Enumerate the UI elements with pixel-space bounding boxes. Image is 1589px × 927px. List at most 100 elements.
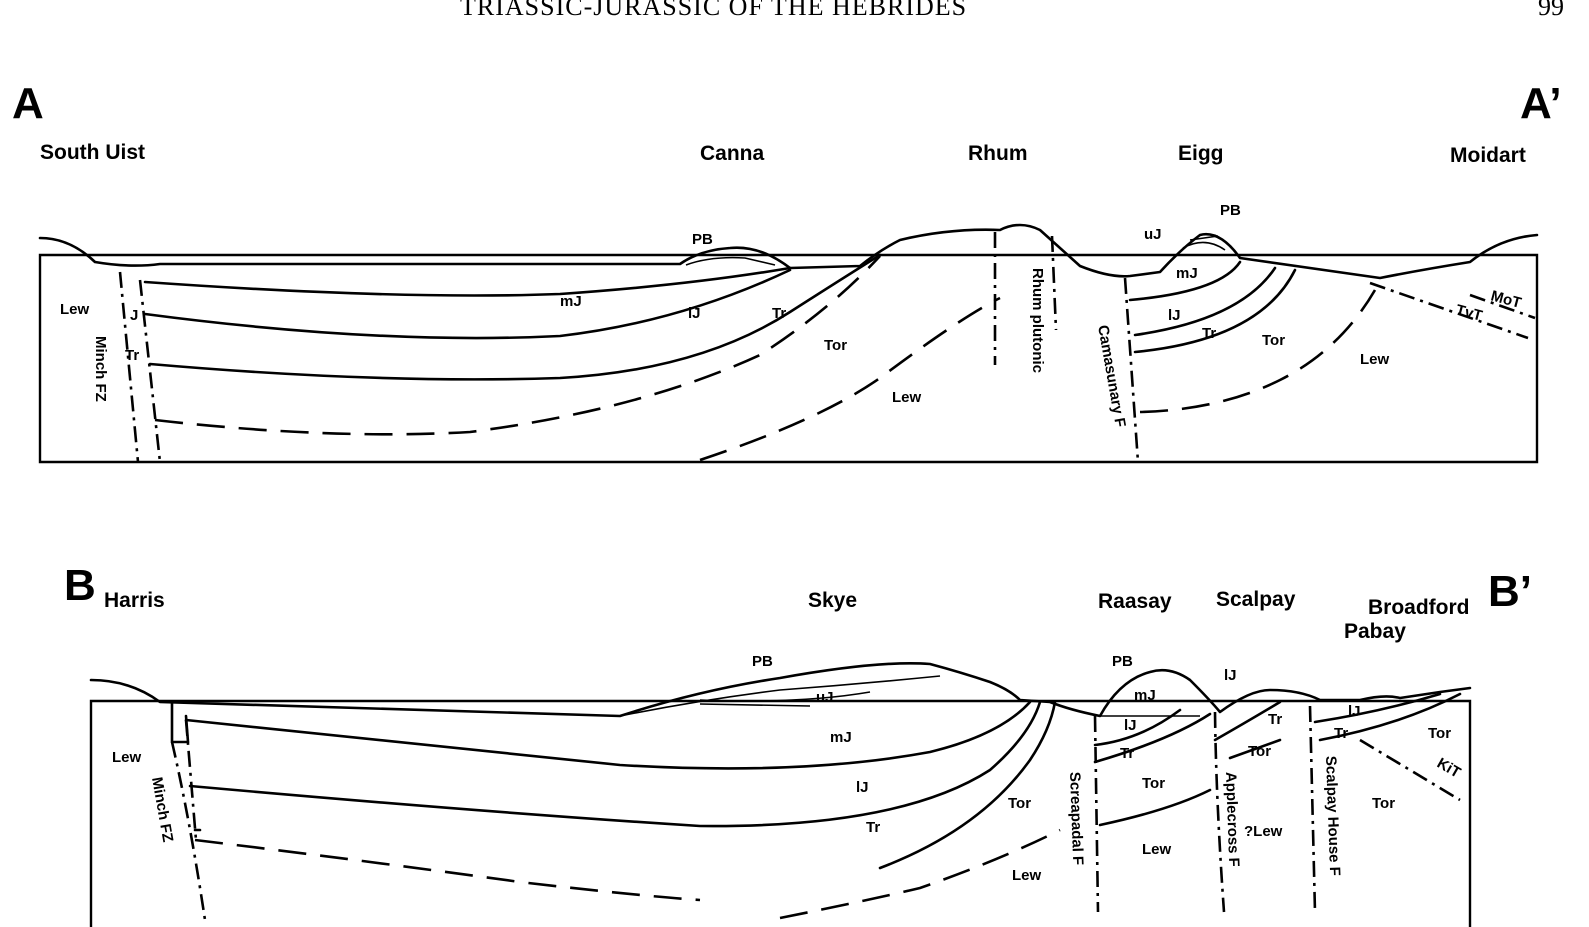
unit-lj-broadford: lJ bbox=[1348, 703, 1361, 720]
fault-camasunary: Camasunary F bbox=[1094, 324, 1129, 429]
fault-minch-b: Minch FZ bbox=[148, 776, 176, 844]
unit-pb-canna: PB bbox=[692, 231, 713, 248]
minch-fault-b bbox=[170, 741, 207, 921]
eigg-lj-base bbox=[1133, 266, 1277, 337]
running-head: TRIASSIC-JURASSIC OF THE HEBRIDES 99 bbox=[0, 0, 1589, 22]
unit-tor-raasay: Tor bbox=[1142, 775, 1165, 792]
raasay-tor-base bbox=[1098, 788, 1212, 827]
unit-tor-broadford-lower: Tor bbox=[1372, 795, 1395, 812]
raasay-tr-base bbox=[1093, 712, 1212, 764]
tvt-thrust bbox=[1369, 281, 1529, 340]
lew-boundary-b bbox=[779, 828, 1061, 920]
screapadal-fault bbox=[1093, 715, 1100, 913]
fault-rhum-plutonic: Rhum plutonic bbox=[1029, 268, 1046, 373]
place-moidart: Moidart bbox=[1450, 144, 1526, 167]
fault-scalpay-house: Scalpay House F bbox=[1322, 756, 1343, 877]
section-a-frame bbox=[38, 253, 1539, 464]
place-pabay: Pabay bbox=[1344, 620, 1406, 643]
lj-base-a bbox=[143, 268, 792, 340]
tr-base-a bbox=[148, 253, 882, 381]
rhum-plutonic-contact-2 bbox=[1050, 235, 1058, 331]
skye-pb-line bbox=[699, 703, 811, 707]
place-skye: Skye bbox=[808, 589, 857, 612]
section-a-end-label: A’ bbox=[1520, 79, 1562, 128]
section-b-end-label: B’ bbox=[1488, 567, 1532, 616]
unit-pb-skye: PB bbox=[752, 653, 773, 670]
unit-mj-eigg: mJ bbox=[1176, 265, 1198, 282]
mj-base-a bbox=[143, 266, 792, 297]
scalpay-lj-base bbox=[1213, 700, 1282, 742]
place-harris: Harris bbox=[104, 589, 165, 612]
place-south-uist: South Uist bbox=[40, 141, 145, 164]
eigg-pb-cap bbox=[1189, 235, 1219, 241]
fault-tvt: TvT bbox=[1454, 301, 1484, 324]
unit-tor-broadford-upper: Tor bbox=[1428, 725, 1451, 742]
running-head-title: TRIASSIC-JURASSIC OF THE HEBRIDES bbox=[460, 0, 968, 21]
minch-fault-a2 bbox=[138, 279, 162, 463]
applecross-fault bbox=[1213, 711, 1226, 913]
camasunary-fault bbox=[1123, 277, 1140, 463]
scalpay-tr-base bbox=[1228, 738, 1282, 760]
section-b-frame bbox=[89, 699, 1472, 927]
section-a: A A’ South Uist Canna Rhum Eigg Moidart bbox=[12, 79, 1562, 464]
fault-mot: MoT bbox=[1489, 287, 1523, 311]
unit-lew-a-centre: Lew bbox=[892, 389, 922, 406]
unit-lew-b: Lew bbox=[1012, 867, 1042, 884]
eigg-tr-base bbox=[1133, 268, 1297, 354]
unit-lew-b-west: Lew bbox=[112, 749, 142, 766]
unit-lj-b: lJ bbox=[856, 779, 869, 796]
unit-uj-skye: uJ bbox=[816, 689, 834, 706]
section-b-topography bbox=[89, 661, 1472, 718]
kit-thrust bbox=[1359, 738, 1461, 802]
eigg-uj-outlier bbox=[1182, 241, 1226, 251]
unit-mj-a: mJ bbox=[560, 293, 582, 310]
mot-thrust bbox=[1469, 293, 1536, 320]
unit-tr-a: Tr bbox=[772, 305, 786, 322]
place-canna: Canna bbox=[700, 142, 765, 165]
unit-uj-eigg: uJ bbox=[1144, 226, 1162, 243]
unit-lj-scalpay: lJ bbox=[1224, 667, 1237, 684]
tor-base-b bbox=[878, 700, 1057, 870]
mj-base-b bbox=[184, 700, 1032, 770]
section-b-start-label: B bbox=[64, 561, 96, 610]
lj-base-b bbox=[188, 700, 1042, 828]
fault-minch-a: Minch FZ bbox=[92, 336, 109, 402]
unit-tor-b: Tor bbox=[1008, 795, 1031, 812]
section-a-topography bbox=[38, 223, 1539, 280]
skye-uj-top bbox=[619, 675, 941, 717]
unit-tor-scalpay: Tor bbox=[1248, 743, 1271, 760]
place-raasay: Raasay bbox=[1098, 590, 1172, 613]
unit-mj-raasay: mJ bbox=[1134, 687, 1156, 704]
minch-fault-a1 bbox=[118, 271, 140, 463]
place-broadford: Broadford bbox=[1368, 596, 1470, 619]
tor-lew-boundary-b bbox=[194, 838, 701, 902]
unit-lj-a: lJ bbox=[688, 305, 701, 322]
unit-qlew-scalpay: ?Lew bbox=[1244, 823, 1283, 840]
unit-lew-a-east: Lew bbox=[1360, 351, 1390, 368]
unit-mj-b: mJ bbox=[830, 729, 852, 746]
minch-fault-b2 bbox=[184, 719, 198, 841]
unit-tr-eigg: Tr bbox=[1202, 325, 1216, 342]
unit-tor-a-east: Tor bbox=[1262, 332, 1285, 349]
unit-tor-a: Tor bbox=[824, 337, 847, 354]
unit-tr-raasay: Tr bbox=[1120, 745, 1134, 762]
unit-tr-a-west: Tr bbox=[125, 347, 139, 364]
fault-applecross: Applecross F bbox=[1222, 772, 1242, 868]
eigg-mj-base bbox=[1128, 260, 1242, 302]
skye-uj-base bbox=[699, 691, 871, 702]
broadford-tr-base bbox=[1318, 692, 1462, 742]
canna-pb-cap bbox=[685, 256, 776, 266]
unit-lew-raasay: Lew bbox=[1142, 841, 1172, 858]
fault-kit: KiT bbox=[1434, 755, 1463, 782]
scalpay-house-fault bbox=[1308, 705, 1317, 913]
unit-lew-a-west: Lew bbox=[60, 301, 90, 318]
page-number: 99 bbox=[1538, 0, 1564, 21]
broadford-lj-base bbox=[1313, 692, 1442, 724]
unit-lj-raasay: lJ bbox=[1124, 717, 1137, 734]
place-rhum: Rhum bbox=[968, 142, 1028, 165]
unit-lj-eigg: lJ bbox=[1168, 307, 1181, 324]
unit-tr-scalpay: Tr bbox=[1268, 711, 1282, 728]
unit-pb-eigg: PB bbox=[1220, 202, 1241, 219]
place-scalpay: Scalpay bbox=[1216, 588, 1296, 611]
